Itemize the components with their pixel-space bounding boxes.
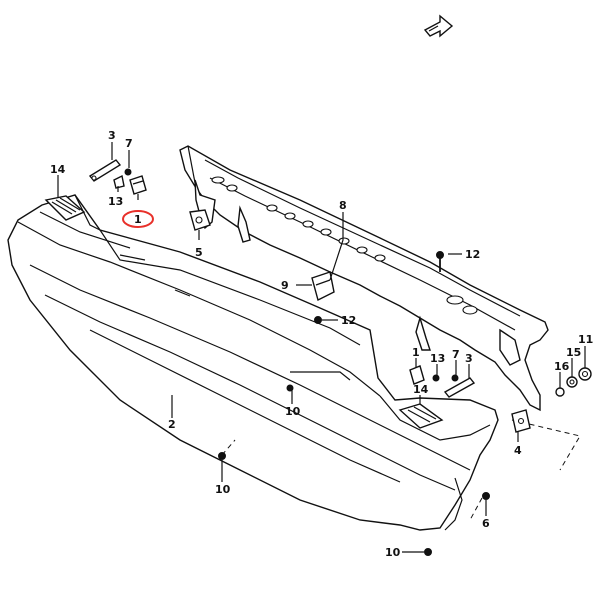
callout-11: 11 [578,333,593,346]
part-7-screw-left [124,168,132,176]
part-12-bolt-upper [436,251,444,272]
part-10-screw-center [286,384,294,392]
callout-5: 5 [195,246,203,259]
part-1-retainer-left [129,175,147,195]
part-4-bracket [511,409,531,433]
callout-16: 16 [554,360,570,373]
callout-6: 6 [482,517,490,530]
callout-8: 8 [339,199,347,212]
guide-line [221,439,236,456]
part-15-washer [566,376,578,388]
callout-1-right: 1 [412,346,420,359]
part-10-screw-bottom [424,548,432,556]
part-14-bracket-right [398,403,444,429]
part-9-clip [311,271,335,302]
part-10-screw-lower-left [218,452,226,460]
part-13-nut-left [113,174,125,189]
callout-3-right: 3 [465,352,473,365]
callout-labels: 3 7 14 13 1 5 8 12 9 12 11 15 16 1 13 7 … [50,129,593,559]
guide-line [469,497,483,521]
callout-7-left: 7 [125,137,133,150]
callout-14-right: 14 [413,383,429,396]
part-13-nut-right [432,374,440,382]
callout-9: 9 [281,279,289,292]
callout-3-left: 3 [108,129,116,142]
part-16-nut [555,387,565,397]
callout-7-right: 7 [452,348,460,361]
callout-12-upper: 12 [465,248,480,261]
front-arrow-icon [423,14,454,38]
callout-4: 4 [514,444,522,457]
highlight-circle [122,210,154,228]
part-1-retainer-right [409,365,425,385]
callout-1-highlighted: 1 [134,213,142,226]
bumper-cover [7,194,499,531]
part-12-bolt-lower [314,316,322,324]
callout-10-center: 10 [285,405,301,418]
callout-13-right: 13 [430,352,445,365]
part-11-grommet [578,367,592,381]
callout-13-left: 13 [108,195,123,208]
callout-2: 2 [168,418,176,431]
part-6-screw [482,492,490,500]
callout-10-bottom: 10 [385,546,401,559]
part-7-screw-right [451,374,459,382]
callout-15: 15 [566,346,581,359]
callout-12-lower: 12 [341,314,356,327]
callout-10-lower-left: 10 [215,483,231,496]
part-3-spacer-left [88,159,122,182]
part-14-bracket-left [44,195,86,221]
leader-lines [57,142,586,553]
callout-14-left: 14 [50,163,66,176]
part-3-spacer-right [443,377,476,398]
part-5-bracket [189,209,211,231]
